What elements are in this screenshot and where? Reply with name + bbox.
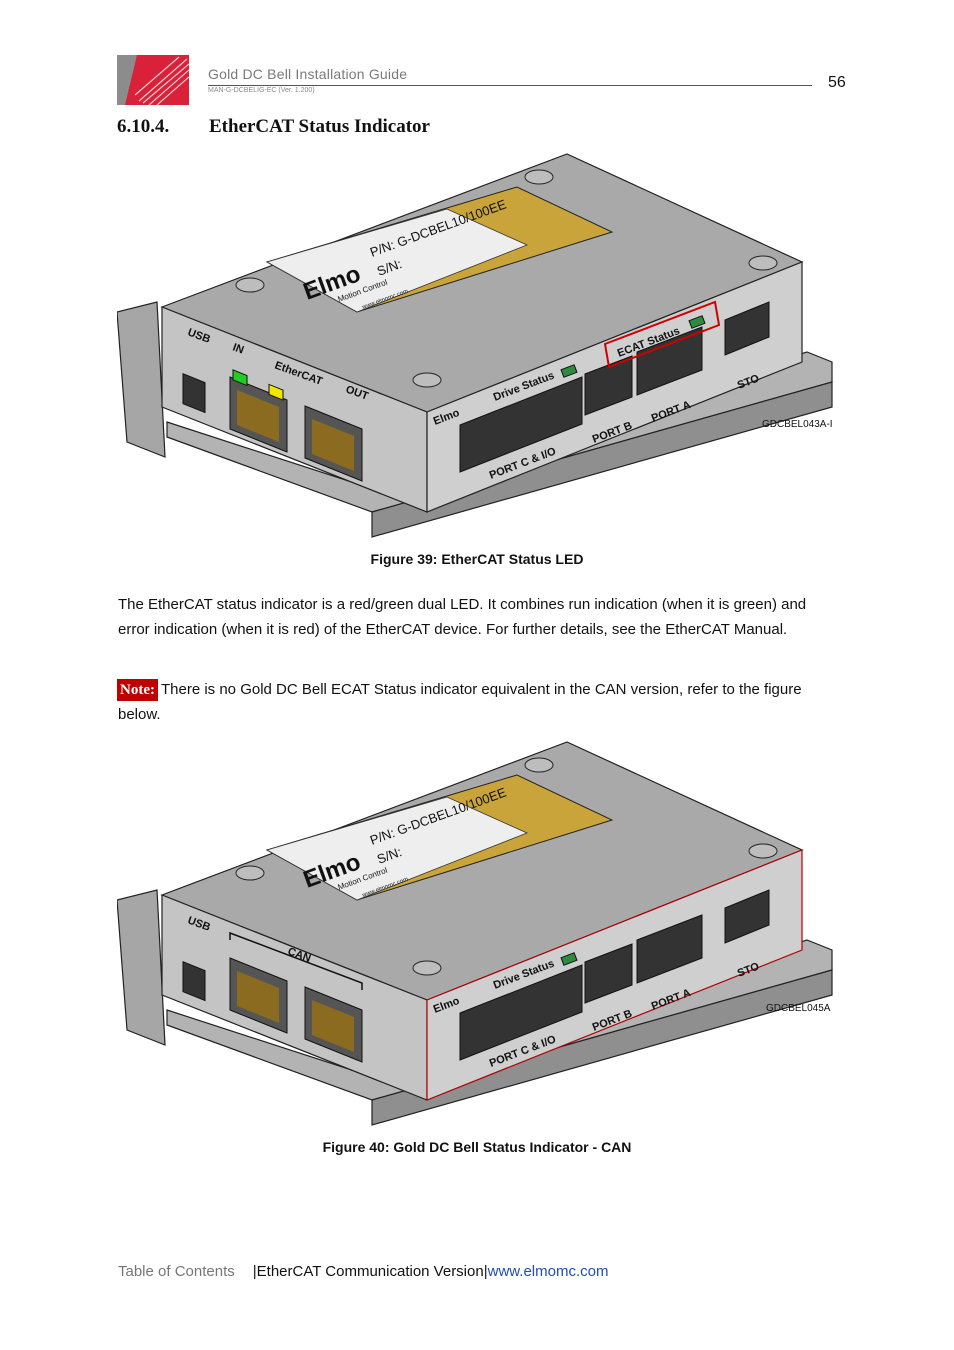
drive-status-led-icon — [560, 952, 578, 966]
elmo-logo-icon — [117, 55, 189, 105]
footer-separator: | — [252, 1263, 257, 1280]
page-footer: Table of Contents |EtherCAT Communication… — [118, 1263, 608, 1280]
footer-version: EtherCAT Communication Version — [256, 1263, 484, 1280]
guide-title: Gold DC Bell Installation Guide — [208, 66, 408, 82]
ethercat-drive-illustration: Elmo Motion Control www.elmomc.com P/N: … — [117, 153, 833, 538]
sto-connector-icon — [724, 889, 770, 944]
header-rule — [208, 85, 812, 86]
screw-icon — [412, 372, 442, 388]
screw-icon — [524, 757, 554, 773]
document-code: MAN-G-DCBELIG-EC (Ver. 1.200) — [208, 87, 315, 94]
screw-icon — [235, 865, 265, 881]
port-c-connector-icon — [459, 964, 583, 1061]
can-bracket — [229, 931, 363, 990]
port-c-connector-icon — [459, 376, 583, 473]
body-paragraph: The EtherCAT status indicator is a red/g… — [118, 596, 807, 638]
section-number: 6.10.4. — [117, 116, 170, 137]
drive-status-led-icon — [560, 364, 578, 378]
usb-port-icon — [182, 960, 206, 1002]
note-label: Note: — [117, 679, 158, 701]
figure-caption-2: Figure 40: Gold DC Bell Status Indicator… — [322, 1139, 632, 1155]
ecat-status-led-icon — [688, 315, 706, 329]
section-title: EtherCAT Status Indicator — [209, 116, 430, 137]
port-b-connector-icon — [584, 943, 633, 1004]
section-heading: 6.10.4. EtherCAT Status Indicator — [117, 116, 430, 138]
in-label: IN — [231, 342, 245, 357]
screw-icon — [748, 255, 778, 271]
can-drive-illustration: Elmo Motion Control www.elmomc.com P/N: … — [117, 741, 833, 1126]
port-a-connector-icon — [636, 326, 703, 396]
drawing-code-1: GDCBEL043A-I — [762, 419, 833, 430]
table-of-contents-link[interactable]: Table of Contents — [118, 1263, 235, 1280]
footer-separator: | — [483, 1263, 488, 1280]
note-paragraph: Note:There is no Gold DC Bell ECAT Statu… — [117, 678, 838, 727]
page-number: 56 — [828, 74, 846, 91]
port-b-connector-icon — [584, 355, 633, 416]
website-link[interactable]: www.elmomc.com — [487, 1263, 609, 1280]
port-a-connector-icon — [636, 914, 703, 984]
note-text: There is no Gold DC Bell ECAT Status ind… — [118, 681, 802, 723]
screw-icon — [235, 277, 265, 293]
sto-connector-icon — [724, 301, 770, 356]
activity-led-icon — [268, 383, 284, 401]
screw-icon — [748, 843, 778, 859]
ecat-status-highlight — [603, 300, 721, 369]
figure-caption-1: Figure 39: EtherCAT Status LED — [370, 551, 584, 567]
link-led-icon — [232, 369, 248, 387]
usb-port-icon — [182, 372, 206, 414]
drawing-code-2: GDCBEL045A — [766, 1003, 831, 1014]
screw-icon — [412, 960, 442, 976]
screw-icon — [524, 169, 554, 185]
